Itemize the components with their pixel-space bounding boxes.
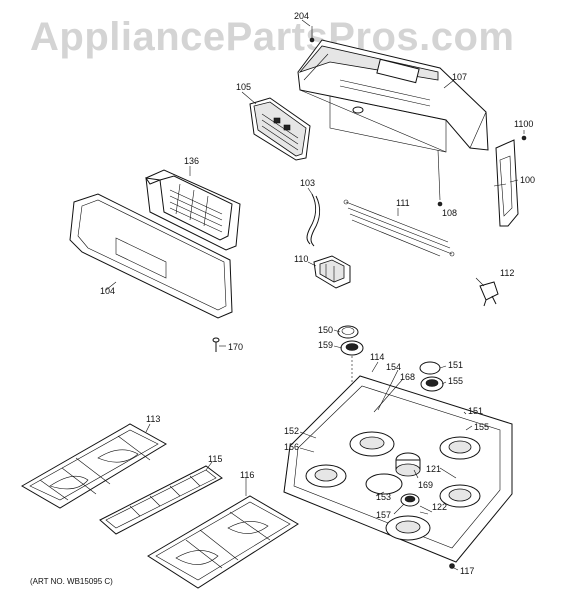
callout-115: 115 xyxy=(208,454,222,464)
callout-155-top: 155 xyxy=(448,376,463,386)
callout-117: 117 xyxy=(460,566,474,576)
part-155-burner-head-top xyxy=(420,376,444,392)
callout-105: 105 xyxy=(236,82,251,92)
callout-112: 112 xyxy=(500,268,514,278)
callout-108: 108 xyxy=(442,208,457,218)
part-116-right-grate xyxy=(147,495,299,589)
callout-121: 121 xyxy=(426,464,441,474)
callout-100: 100 xyxy=(520,175,535,185)
part-113-left-grate xyxy=(20,423,167,509)
callout-204: 204 xyxy=(294,11,309,21)
callout-114: 114 xyxy=(370,352,384,362)
callout-151-right: 151 xyxy=(468,406,483,416)
part-204-screw xyxy=(309,26,315,43)
callout-122: 122 xyxy=(432,502,447,512)
part-115-middle-grate xyxy=(99,465,223,535)
callout-170: 170 xyxy=(228,342,243,352)
part-112-switch xyxy=(479,281,499,307)
part-103-harness xyxy=(306,193,321,247)
callout-151-top: 151 xyxy=(448,360,463,370)
part-108-screw xyxy=(437,149,443,207)
part-117-screw xyxy=(449,563,459,571)
watermark-text: AppliancePartsPros.com xyxy=(30,15,515,59)
callout-leaders xyxy=(105,19,519,515)
callout-labels: 204 107 105 1100 100 136 103 111 108 104… xyxy=(30,11,535,586)
callout-1100: 1100 xyxy=(514,119,533,129)
part-111-wire-harness xyxy=(343,199,455,257)
callout-107: 107 xyxy=(452,72,467,82)
callout-116: 116 xyxy=(240,470,254,480)
callout-150: 150 xyxy=(318,325,333,335)
callout-111: 111 xyxy=(396,198,410,208)
part-136-keypad xyxy=(144,169,241,251)
callout-156: 156 xyxy=(284,442,299,452)
part-150-burner-cap xyxy=(337,325,359,339)
callout-113: 113 xyxy=(146,414,160,424)
callout-153: 153 xyxy=(376,492,391,502)
part-104-glass-panel xyxy=(69,193,233,319)
callout-169: 169 xyxy=(418,480,433,490)
callout-154: 154 xyxy=(386,362,401,372)
callout-152: 152 xyxy=(284,426,299,436)
part-100-side-bracket xyxy=(493,139,519,227)
part-1100-screw xyxy=(521,130,527,141)
callout-157: 157 xyxy=(376,510,391,520)
part-121-cooktop xyxy=(283,375,513,563)
part-110-spark-module xyxy=(313,255,351,289)
part-170-screw xyxy=(212,337,226,352)
art-number: (ART NO. WB15095 C) xyxy=(30,577,113,586)
callout-168: 168 xyxy=(400,372,415,382)
callout-159: 159 xyxy=(318,340,333,350)
callout-136: 136 xyxy=(184,156,199,166)
callout-155-right: 155 xyxy=(474,422,489,432)
part-107-backsplash xyxy=(297,39,489,153)
callout-103: 103 xyxy=(300,178,315,188)
callout-110: 110 xyxy=(294,254,308,264)
callout-104: 104 xyxy=(100,286,115,296)
part-151-burner-cap-top xyxy=(419,361,441,375)
part-105-control-board xyxy=(249,97,311,161)
